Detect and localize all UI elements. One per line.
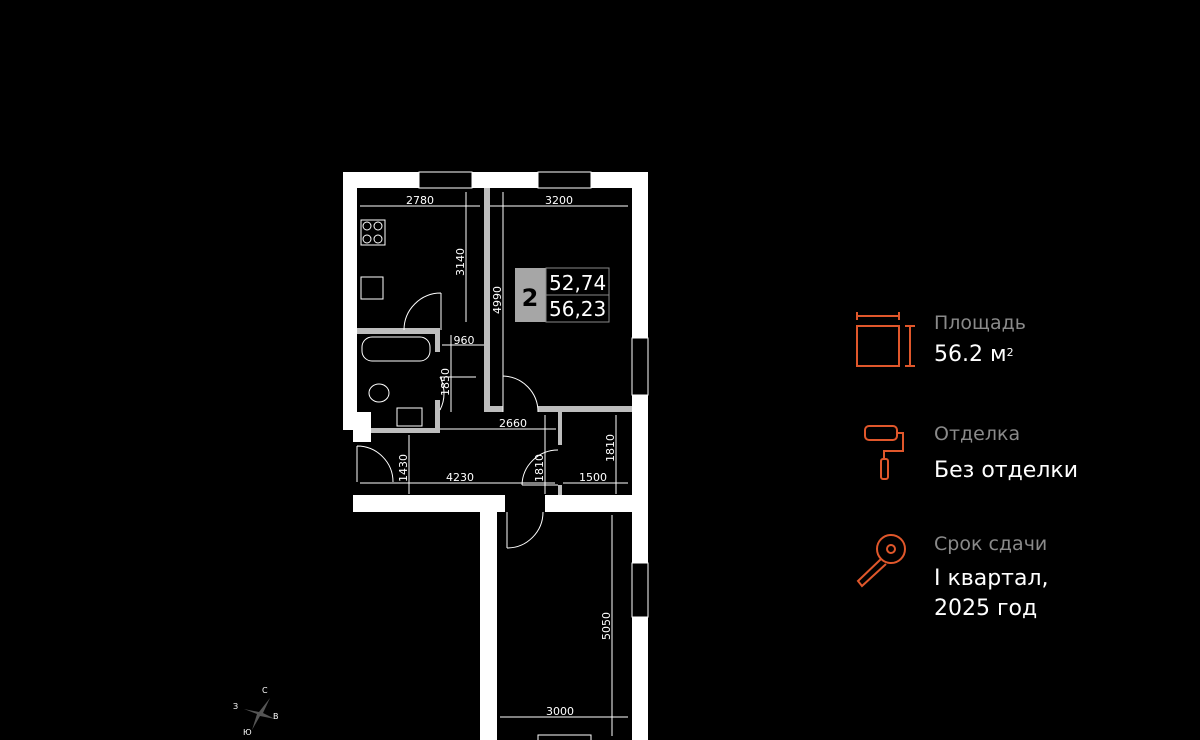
dimension-lines [360, 192, 628, 736]
compass-icon [244, 698, 275, 730]
dim-hall-length: 4230 [446, 471, 474, 484]
dim-room2-length: 5050 [600, 612, 613, 640]
delivery-value-line2: 2025 год [934, 596, 1038, 621]
dim-corridor-width: 2660 [499, 417, 527, 430]
dim-kitchen-length: 3140 [454, 248, 467, 276]
rooms-count: 2 [522, 284, 539, 312]
dim-room2-width: 3000 [546, 705, 574, 718]
area-unit-sup: 2 [1006, 346, 1014, 359]
total-area: 56,23 [549, 297, 606, 321]
dim-corridor-depth: 1810 [533, 454, 546, 482]
walls [343, 172, 648, 740]
living-area: 52,74 [549, 271, 606, 295]
key-icon [856, 534, 906, 588]
area-value-text: 56.2 м [934, 342, 1007, 367]
dimension-labels: 2780 3200 3140 4990 960 1850 2660 4230 1… [397, 194, 617, 718]
area-value: 56.2 м2 [934, 340, 1014, 370]
partitions [357, 188, 632, 495]
dim-bath-width: 960 [454, 334, 475, 347]
dim-bath-length: 1850 [439, 368, 452, 396]
finish-value: Без отделки [934, 458, 1078, 483]
windows [418, 171, 649, 740]
area-label: Площадь [934, 312, 1026, 334]
dim-room1-width: 3200 [545, 194, 573, 207]
dim-kitchen-width: 2780 [406, 194, 434, 207]
paint-roller-icon [864, 425, 904, 480]
area-icon [856, 312, 915, 367]
compass-east: В [273, 712, 279, 721]
dim-hall-width: 1430 [397, 454, 410, 482]
dim-closet-depth: 1810 [604, 434, 617, 462]
room-badge: 2 52,74 56,23 [515, 267, 610, 323]
delivery-label: Срок сдачи [934, 533, 1048, 555]
compass-west: З [233, 702, 238, 711]
delivery-value-line1: I квартал, [934, 566, 1049, 591]
dim-room1-length: 4990 [491, 286, 504, 314]
compass-south: Ю [243, 728, 252, 737]
finish-label: Отделка [934, 423, 1021, 445]
dim-closet-width: 1500 [579, 471, 607, 484]
fixtures [360, 219, 431, 427]
compass-north: С [262, 686, 268, 695]
compass: С З В Ю [233, 686, 279, 737]
